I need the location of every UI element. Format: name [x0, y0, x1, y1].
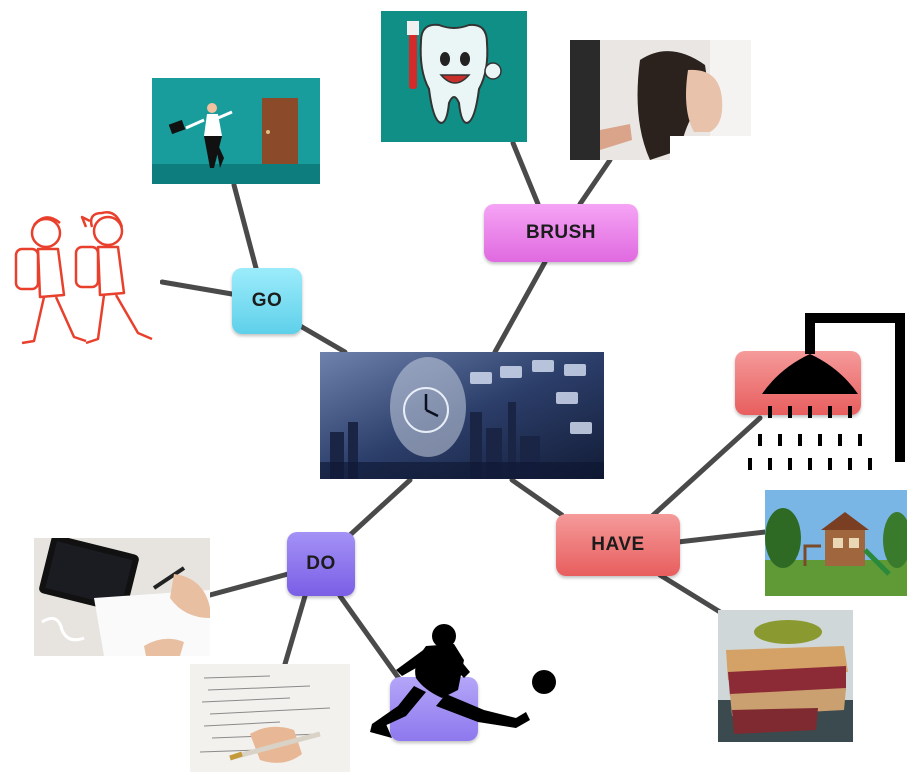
edge-go-office — [231, 182, 259, 271]
edge-do-exam — [282, 593, 308, 667]
soccer-player-icon — [366, 620, 562, 750]
edge-do-player — [337, 593, 403, 683]
node-do[interactable]: DO — [287, 532, 355, 596]
edge-center-have — [509, 477, 565, 518]
node-brush[interactable]: BRUSH — [484, 204, 638, 262]
tablet-desk-picture — [34, 538, 210, 656]
edge-have-playground — [675, 529, 768, 545]
edge-center-brush — [492, 259, 548, 355]
node-have[interactable]: HAVE — [556, 514, 680, 576]
edge-have-shower — [647, 415, 763, 521]
hair-washing-picture — [570, 40, 751, 160]
edge-have-sandwich — [657, 572, 723, 615]
edge-brush-hair — [577, 157, 613, 207]
kids-backpacks-picture — [4, 205, 160, 353]
exam-paper-picture — [190, 664, 350, 772]
edge-do-tablet — [207, 571, 291, 598]
node-go[interactable]: GO — [232, 268, 302, 334]
tooth-toothbrush-picture — [381, 11, 527, 142]
edge-go-kids — [159, 279, 235, 297]
sandwich-picture — [718, 610, 853, 742]
edge-brush-tooth — [510, 140, 541, 207]
shower-icon — [740, 312, 905, 472]
playground-house-picture — [765, 490, 907, 596]
office-worker-door-picture — [152, 78, 320, 184]
clock-city-collage-picture — [320, 352, 604, 479]
edge-center-do — [347, 477, 413, 538]
